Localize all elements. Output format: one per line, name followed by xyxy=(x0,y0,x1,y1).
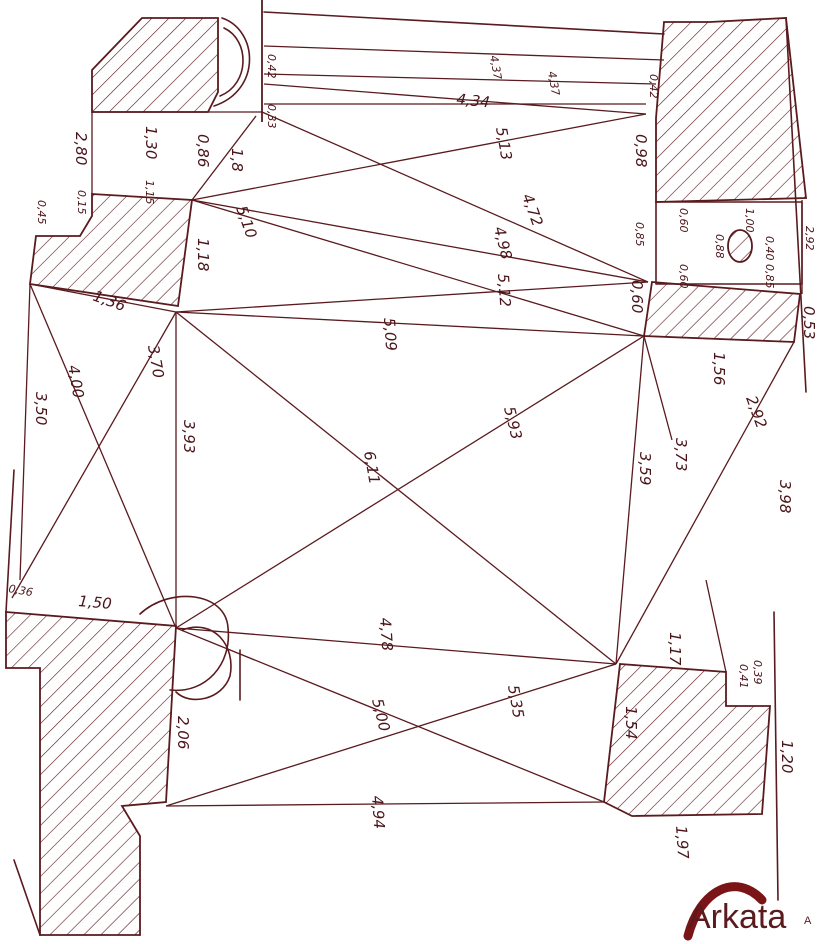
dim-label: 3,73 xyxy=(672,438,690,471)
dim-label: 0,60 xyxy=(677,264,690,289)
dim-label: 4,37 xyxy=(487,54,504,80)
dim-label: 0,39 xyxy=(751,660,764,685)
dim-label: 2,80 xyxy=(72,132,90,165)
dim-label: 4,37 xyxy=(545,70,562,96)
door-arc-top xyxy=(213,17,251,107)
dim-label: 0,86 xyxy=(194,134,212,167)
wall-left-lower xyxy=(5,611,177,936)
dim-label: 3,50 xyxy=(32,392,50,425)
wall-top-left xyxy=(91,17,219,113)
dim-label: 5,93 xyxy=(500,405,526,442)
dim-label: 1,8 xyxy=(228,148,246,172)
logo-text: Arkata xyxy=(688,898,786,936)
dim-label: 0,45 xyxy=(35,200,48,225)
dim-label: 3,93 xyxy=(180,420,198,453)
dim-label: 5,10 xyxy=(232,203,260,241)
dim-label: 0,33 xyxy=(265,104,278,129)
door-arc-bottom-inner xyxy=(175,626,232,701)
dim-label: 1,15 xyxy=(143,180,156,205)
dim-label: 0,42 xyxy=(265,54,278,79)
dim-label: 1,30 xyxy=(142,126,160,159)
outer-line-tl xyxy=(263,11,665,35)
measurement-lines xyxy=(11,45,803,807)
column-right xyxy=(727,229,753,263)
outer-line-bl xyxy=(13,859,41,936)
door-arc-bottom xyxy=(139,595,230,692)
dim-label: 0,98 xyxy=(632,134,650,167)
dim-label: 1,18 xyxy=(194,238,212,271)
dim-label: 3,98 xyxy=(776,480,794,513)
arkata-logo: Arkata A xyxy=(683,882,812,941)
dim-label: 0,53 xyxy=(800,306,818,339)
dim-label: 4,72 xyxy=(518,191,546,229)
dim-label: 0,15 xyxy=(75,190,88,215)
dim-label: 4,98 xyxy=(490,225,516,262)
dim-label: 4,94 xyxy=(368,795,388,830)
dim-label: 0,85 xyxy=(633,222,646,247)
dim-label: 0,85 xyxy=(763,264,776,289)
dim-label: 3,70 xyxy=(144,344,168,380)
dim-label: 2,06 xyxy=(174,716,192,749)
wall-right-middle xyxy=(642,281,802,343)
dim-label: 1,50 xyxy=(78,592,113,613)
outer-line-right-low xyxy=(773,611,779,901)
dim-label: 1,54 xyxy=(622,706,640,739)
dim-label: 5,35 xyxy=(504,684,528,720)
dim-label: 1,20 xyxy=(778,740,796,773)
outer-line-left xyxy=(5,469,15,613)
logo-mark: A xyxy=(804,915,812,927)
dim-label: 5,12 xyxy=(494,273,514,308)
dim-label: 1,17 xyxy=(666,632,684,666)
dim-label: 0,60 xyxy=(628,280,646,313)
dim-label: 0,36 xyxy=(7,582,33,599)
dim-label: 5,00 xyxy=(368,697,394,734)
dim-label: 4,34 xyxy=(456,90,491,111)
dim-label: 5,13 xyxy=(492,126,516,162)
wall-left-upper xyxy=(28,193,194,308)
dim-label: 0,41 xyxy=(737,664,750,689)
dim-label: 4,00 xyxy=(64,364,88,400)
wall-right-lower xyxy=(603,663,771,817)
dim-label: 1,00 xyxy=(743,208,756,233)
dim-label: 5,09 xyxy=(380,317,400,352)
logo-arch-icon xyxy=(683,882,767,941)
dim-label: 0,40 xyxy=(763,236,776,261)
dim-label: 0,88 xyxy=(713,234,726,259)
dim-label: 1,56 xyxy=(710,352,728,385)
dim-label: 2,92 xyxy=(742,393,770,431)
dim-label: 0,60 xyxy=(677,208,690,233)
dim-label: 0,42 xyxy=(647,74,660,99)
dim-label: 4,78 xyxy=(376,617,396,652)
door-arc-top-inner xyxy=(219,27,244,97)
dim-label: 2,92 xyxy=(803,226,816,251)
dim-label: 6,11 xyxy=(360,450,384,486)
wall-top-right xyxy=(655,17,808,203)
outer-line-right xyxy=(785,17,807,393)
dim-label: 1,97 xyxy=(672,825,692,860)
dim-label: 3,59 xyxy=(636,452,654,485)
